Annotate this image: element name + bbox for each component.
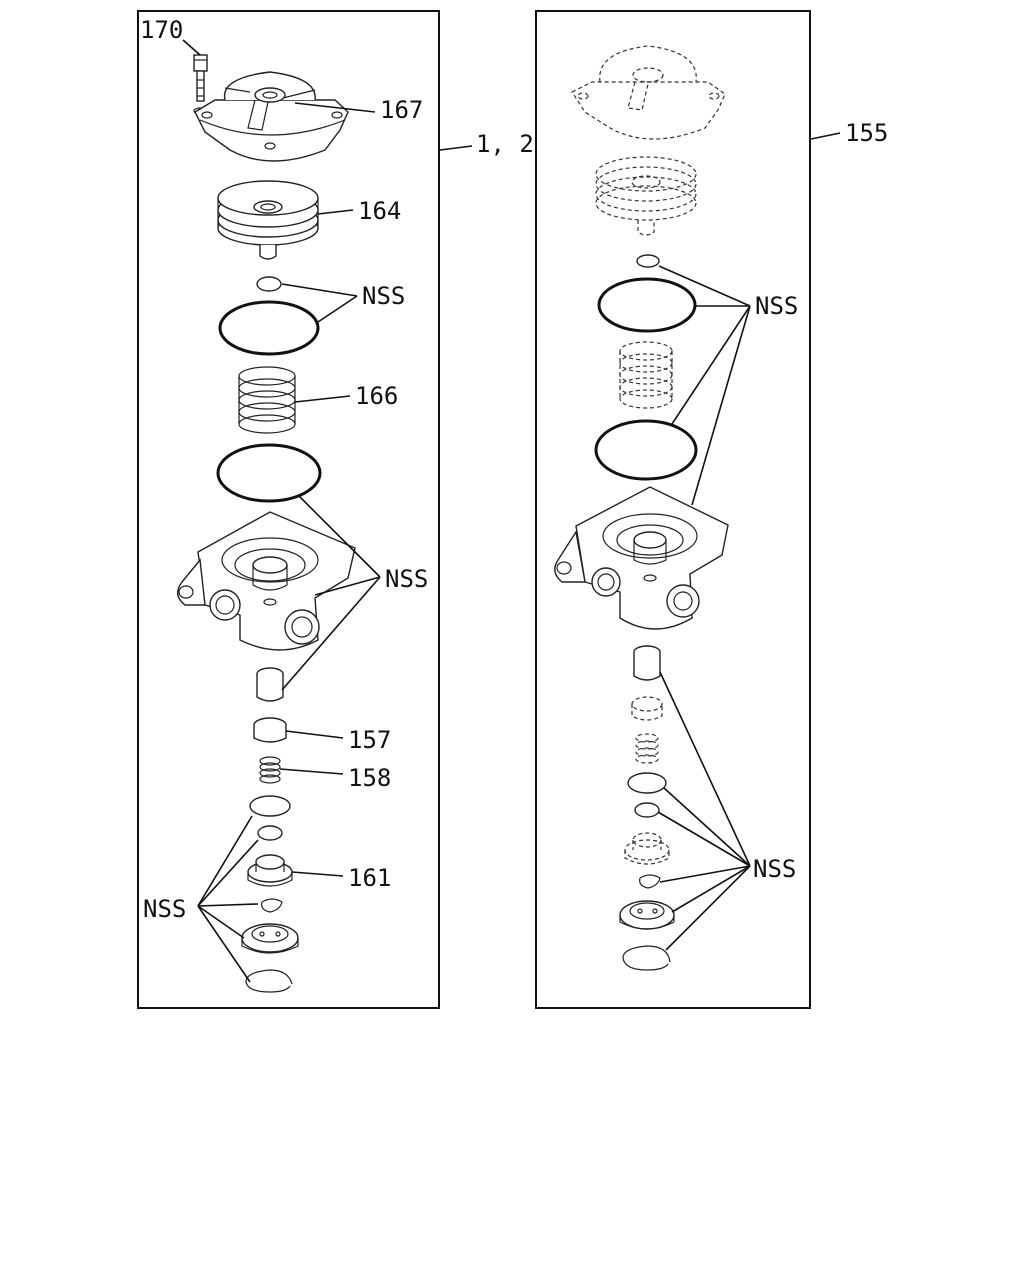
large-o-ring (218, 300, 320, 356)
callout-166: 166 (355, 382, 398, 410)
spring-166 (238, 366, 296, 434)
bolt-170 (193, 54, 208, 115)
valve-body-right (554, 486, 729, 630)
right-leaders (657, 132, 841, 951)
lower-o-ring (216, 443, 322, 503)
snap-ring-large (245, 969, 293, 993)
spring-ghost-small (635, 733, 659, 764)
cover-ghost (571, 45, 726, 140)
o-ring-a (249, 795, 291, 817)
right-panel-frame (535, 10, 811, 1009)
exhaust-cover (241, 923, 299, 954)
seat-161 (247, 854, 293, 887)
snap-ring-small (261, 898, 283, 913)
assembly-label-right: 155 (845, 119, 888, 147)
snap-ring-small-right (639, 874, 661, 889)
cover-167 (194, 71, 349, 162)
callout-164: 164 (358, 197, 401, 225)
lower-o-ring-right (594, 419, 698, 481)
callout-157: 157 (348, 726, 391, 754)
left-leaders (182, 39, 473, 983)
valve-body (177, 511, 356, 651)
snap-ring-large-right (622, 945, 671, 971)
insert (256, 667, 284, 702)
exhaust-cover-right (619, 900, 675, 930)
callout-nss-bottom-left: NSS (143, 895, 186, 923)
small-o-ring-right (636, 254, 660, 268)
spring-158 (259, 756, 281, 784)
callout-158: 158 (348, 764, 391, 792)
sleeve-ghost (631, 696, 663, 721)
sleeve-157 (253, 717, 287, 743)
insert-right (633, 645, 661, 681)
spring-ghost (619, 341, 673, 409)
callout-nss-body-left: NSS (385, 565, 428, 593)
piston-ghost (595, 156, 697, 236)
piston-164 (217, 180, 319, 260)
callout-167: 167 (380, 96, 423, 124)
large-o-ring-right (597, 277, 697, 333)
o-ring-right-b (634, 802, 660, 818)
seat-ghost (624, 832, 670, 865)
callout-nss-top-left: NSS (362, 282, 405, 310)
small-o-ring (256, 276, 282, 292)
o-ring-b (257, 825, 283, 841)
assembly-label-left: 1, 2 (476, 130, 534, 158)
callout-161: 161 (348, 864, 391, 892)
left-panel-frame (137, 10, 440, 1009)
callout-nss-bottom-right: NSS (753, 855, 796, 883)
callout-nss-top-right: NSS (755, 292, 798, 320)
o-ring-right-a (627, 772, 667, 794)
callout-170: 170 (140, 16, 183, 44)
